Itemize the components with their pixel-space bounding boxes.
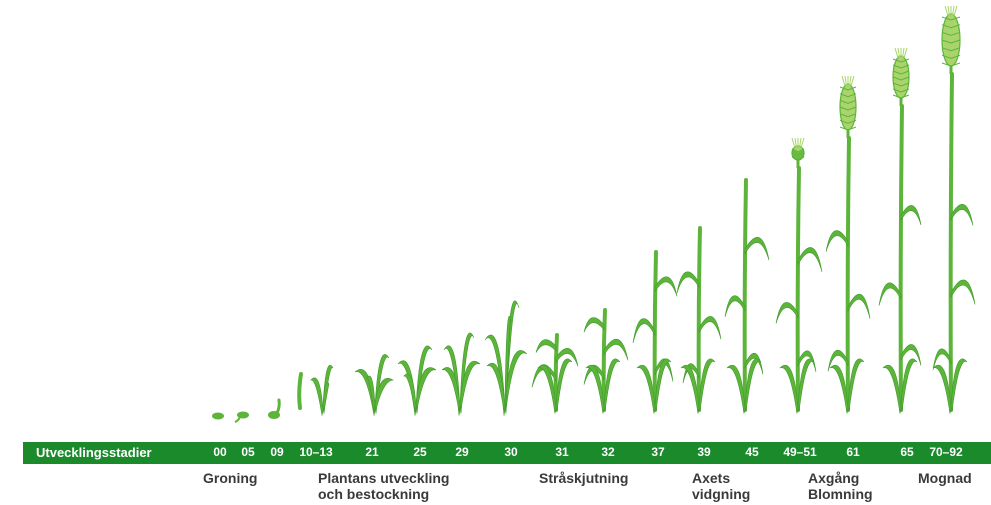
phase-label-line: Mognad [918, 470, 972, 486]
phase-label-line: Axgång [808, 470, 860, 486]
stage-code: 05 [241, 445, 255, 459]
phase-label-stem-elongation: Stråskjutning [539, 470, 628, 486]
stage-code: 25 [413, 445, 427, 459]
phase-label-line: Groning [203, 470, 258, 486]
plant-stage-30 [441, 332, 481, 416]
plant-stage-31 [484, 300, 528, 416]
plant-stage-25 [354, 354, 394, 416]
stage-code: 45 [745, 445, 759, 459]
stage-code: 37 [651, 445, 665, 459]
phase-label-booting: Axets vidgning [692, 470, 750, 502]
plant-stage-00 [212, 412, 224, 420]
plant-stage-10-13 [297, 372, 303, 410]
plant-stage-37 [583, 308, 629, 414]
stage-code: 10–13 [299, 445, 333, 459]
plant-stage-09 [268, 398, 281, 419]
phase-label-germination: Groning [203, 470, 257, 486]
stage-code: 31 [555, 445, 569, 459]
stage-code: 32 [601, 445, 615, 459]
stage-code: 49–51 [783, 445, 817, 459]
stage-code: 00 [213, 445, 227, 459]
plant-stage-45 [676, 226, 722, 414]
phase-label-heading: Axgång Blomning [808, 470, 873, 502]
stage-code: 09 [270, 445, 284, 459]
stage-scale-bar: Utvecklingsstadier 00 05 09 10–13 21 25 … [23, 442, 991, 464]
phase-label-line: Blomning [808, 486, 873, 502]
plant-stage-32 [531, 333, 579, 414]
stage-code: 70–92 [929, 445, 963, 459]
plant-stage-29 [397, 345, 437, 416]
stage-code: 65 [900, 445, 914, 459]
stage-code: 21 [365, 445, 379, 459]
plant-stage-65 [878, 47, 922, 414]
phase-label-line: Stråskjutning [539, 470, 629, 486]
plant-stage-39 [632, 250, 678, 414]
phase-label-line: och bestockning [318, 486, 430, 502]
stage-code: 30 [504, 445, 518, 459]
phase-label-line: vidgning [692, 486, 751, 502]
stage-scale-title: Utvecklingsstadier [36, 445, 152, 460]
phase-label-ripening: Mognad [918, 470, 972, 486]
growth-stage-illustration [212, 5, 976, 423]
phase-label-tillering: Plantans utveckling och bestockning [318, 470, 449, 502]
stage-code: 61 [846, 445, 860, 459]
plant-stage-49-51 [724, 178, 770, 414]
plant-stage-61 [825, 75, 871, 414]
plant-stage-49-51b [775, 137, 823, 414]
stage-code: 29 [455, 445, 469, 459]
plant-stage-05 [234, 411, 249, 423]
stage-code: 39 [697, 445, 711, 459]
plant-stage-21 [310, 364, 334, 416]
phase-label-line: Plantans utveckling [318, 470, 450, 486]
phase-label-line: Axets [692, 470, 731, 486]
plant-stage-70-92 [932, 5, 976, 414]
